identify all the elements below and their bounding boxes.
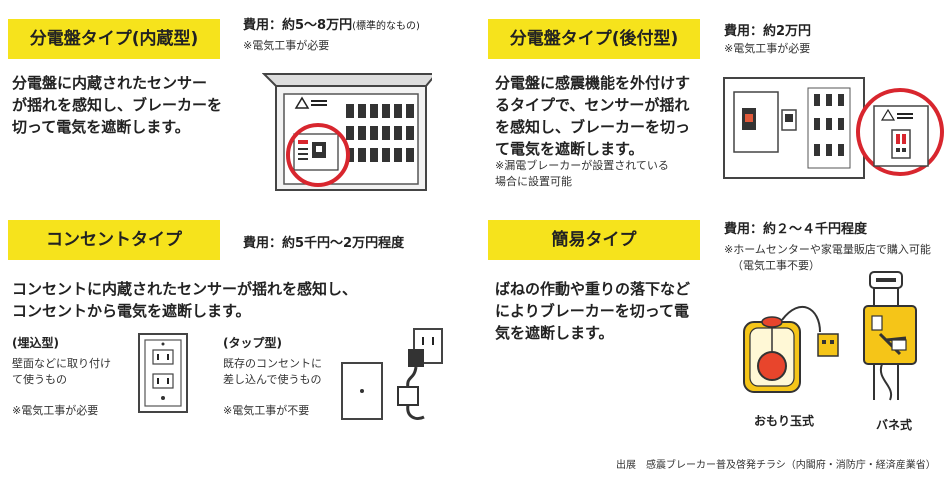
retrofit-small-note: ※漏電ブレーカーが設置されている 場合に設置可能 (495, 159, 669, 188)
source-credit: 出展 感震ブレーカー普及啓発チラシ（内閣府・消防庁・経済産業省） (616, 460, 936, 471)
tap-label: (タップ型) (223, 336, 282, 350)
outlet-cost: 費用：約5千円〜2万円程度 (243, 236, 405, 251)
warning-icon (294, 96, 327, 109)
builtin-cost: 費用：約5〜8万円(標準的なもの) (243, 18, 420, 33)
builtin-panel-illustration (262, 73, 432, 191)
retrofit-title: 分電盤タイプ(後付型) (488, 19, 700, 59)
retrofit-cost: 費用：約2万円 (724, 24, 812, 39)
spring-illustration (863, 271, 917, 401)
builtin-title: 分電盤タイプ(内蔵型) (8, 19, 220, 59)
outlet-title: コンセントタイプ (8, 220, 220, 260)
breaker-switch-icon (312, 142, 326, 158)
weight-ball-illustration (743, 306, 839, 393)
weight-ball-label: おもり玉式 (754, 414, 815, 428)
simple-desc: ばねの作動や重りの落下など によりブレーカーを切って電 気を遮断します。 (495, 280, 691, 342)
retrofit-desc: 分電盤に感震機能を外付けす るタイプで、センサーが揺れ を感知し、ブレーカーを切… (495, 74, 691, 158)
highlight-circle (286, 123, 350, 187)
embedded-desc: 壁面などに取り付け て使うもの (12, 357, 111, 386)
simple-cost: 費用：約２〜４千円程度 (724, 222, 868, 237)
embedded-label: (埋込型) (12, 336, 59, 350)
simple-title: 簡易タイプ (488, 220, 700, 260)
tap-desc: 既存のコンセントに 差し込んで使うもの (223, 357, 322, 386)
tap-note: ※電気工事が不要 (223, 404, 310, 417)
builtin-note: ※電気工事が必要 (243, 39, 330, 52)
embedded-outlet-illustration (138, 333, 188, 413)
retrofit-note: ※電気工事が必要 (724, 42, 811, 55)
outlet-icon (152, 349, 174, 389)
simple-note-2: （電気工事不要） (732, 259, 820, 272)
builtin-desc: 分電盤に内蔵されたセンサー が揺れを感知し、ブレーカーを 切って電気を遮断します… (12, 74, 223, 136)
outlet-desc: コンセントに内蔵されたセンサーが揺れを感知し、 コンセントから電気を遮断します。 (12, 280, 358, 320)
warning-icon (880, 108, 913, 121)
embedded-note: ※電気工事が必要 (12, 404, 99, 417)
simple-note: ※ホームセンターや家電量販店で購入可能 (724, 243, 931, 256)
retrofit-panel-illustration (723, 77, 944, 179)
tap-outlet-illustration (341, 328, 443, 420)
spring-label: バネ式 (876, 418, 913, 432)
